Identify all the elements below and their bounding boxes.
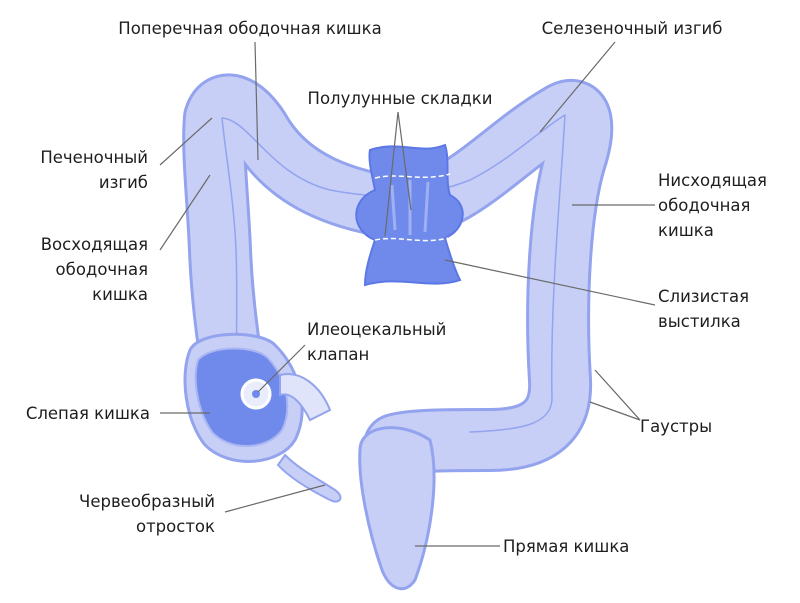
label-ascending-colon-2: ободочная — [56, 260, 148, 279]
label-descending-colon-1: Нисходящая — [658, 171, 767, 190]
label-ascending-colon-3: кишка — [92, 285, 148, 304]
label-ileocecal-valve-2: клапан — [307, 345, 369, 364]
label-splenic-flexure: Селезеночный изгиб — [542, 19, 723, 38]
label-cecum: Слепая кишка — [26, 404, 150, 423]
label-appendix-1: Червеобразный — [79, 492, 215, 511]
label-semilunar-folds: Полулунные складки — [308, 89, 493, 108]
label-hepatic-flexure-1: Печеночный — [40, 148, 148, 167]
ileum-shape — [279, 373, 332, 422]
label-descending-colon-2: ободочная — [658, 196, 750, 215]
label-rectum: Прямая кишка — [503, 537, 629, 556]
label-mucosal-lining-1: Слизистая — [658, 287, 749, 306]
label-appendix-2: отросток — [136, 517, 215, 536]
appendix-shape — [276, 453, 342, 503]
label-hepatic-flexure-2: изгиб — [99, 173, 148, 192]
rectum-shape — [358, 426, 436, 591]
opened-colon-section — [355, 143, 464, 287]
label-mucosal-lining-2: выстилка — [658, 312, 741, 331]
label-transverse-colon: Поперечная ободочная кишка — [118, 19, 381, 38]
leader-lines — [159, 41, 656, 547]
label-ileocecal-valve-1: Илеоцекальный — [307, 320, 446, 339]
label-ascending-colon-1: Восходящая — [41, 235, 148, 254]
label-haustra: Гаустры — [640, 417, 712, 436]
label-descending-colon-3: кишка — [658, 221, 714, 240]
